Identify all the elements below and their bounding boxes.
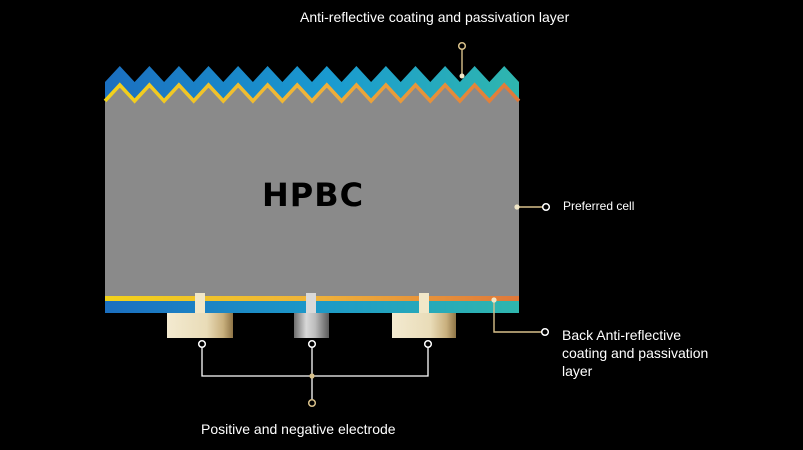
label-back-coating: Back Anti-reflective coating and passiva… [562,327,709,379]
leader-electrode-right-ring [423,339,433,349]
electrode-finger-middle [306,293,316,313]
leader-back-coating-ring [540,327,550,337]
leader-electrodes-bracket [201,344,429,377]
electrode-positive-right [392,313,456,338]
leader-top-coating-ring [457,41,467,51]
top-anti-reflective-coating [105,66,519,102]
leader-back-coating-dot [491,297,497,303]
label-preferred-cell: Preferred cell [563,199,635,213]
leader-electrodes-end-ring [307,398,317,408]
leader-preferred-cell-dot [514,204,520,210]
leader-back-coating [493,300,544,333]
top-passivation-layer [103,82,521,104]
electrode-negative-middle [294,313,329,338]
electrode-positive-left [167,313,233,338]
leader-electrode-left-ring [197,339,207,349]
label-electrodes: Positive and negative electrode [201,421,396,437]
leader-preferred-cell-ring [541,202,551,212]
cell-body [105,86,519,296]
leader-electrode-middle-ring [307,339,317,349]
leader-top-coating-dot [459,73,465,79]
electrode-finger-right [419,293,429,313]
label-top-coating: Anti-reflective coating and passivation … [300,9,570,25]
electrode-finger-left [195,293,205,313]
leader-electrodes-junction [309,373,315,379]
cell-title: HPBC [262,176,365,214]
